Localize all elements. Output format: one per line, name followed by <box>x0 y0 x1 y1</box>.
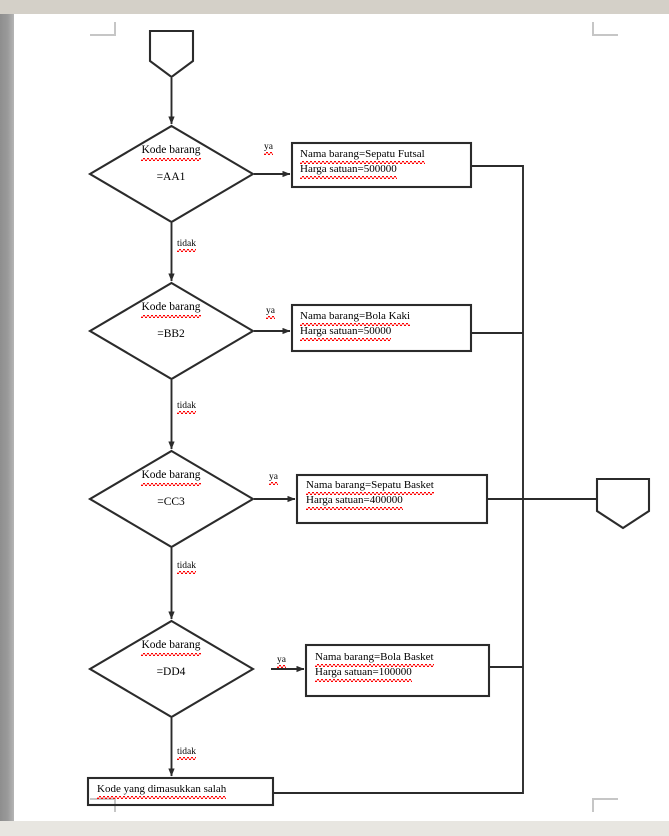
decision-4-shape <box>87 619 256 719</box>
decision-2-shape <box>87 281 256 381</box>
process-2-text: Nama barang=Bola Kaki Harga satuan=50000 <box>300 310 411 341</box>
error-box-text: Kode yang dimasukkan salah <box>97 783 227 799</box>
window-bottom-band <box>0 821 669 836</box>
decision-3-line2: =CC3 <box>157 495 185 508</box>
decision-2-line2: =BB2 <box>157 327 185 340</box>
off-page-connector-start-shape <box>148 29 195 79</box>
process-1-text: Nama barang=Sepatu Futsal Harga satuan=5… <box>300 148 425 179</box>
decision-3-line1: Kode barang <box>141 469 201 486</box>
margin-mark-top-right <box>592 22 618 36</box>
process-3-line1: Nama barang=Sepatu Basket <box>306 479 434 495</box>
edge-label-yes-2: ya <box>266 306 275 319</box>
window-top-band <box>0 0 669 14</box>
process-2-line1: Nama barang=Bola Kaki <box>300 310 411 326</box>
decision-4-line2: =DD4 <box>156 665 186 678</box>
process-4-line1: Nama barang=Bola Basket <box>315 651 434 667</box>
error-box-label: Kode yang dimasukkan salah <box>97 783 227 799</box>
process-1-line1: Nama barang=Sepatu Futsal <box>300 148 425 164</box>
error-box-shape <box>86 776 275 807</box>
decision-3-shape <box>87 449 256 549</box>
edge-label-no-2: tidak <box>177 401 196 414</box>
process-2-shape <box>290 303 473 353</box>
process-2-line2: Harga satuan=50000 <box>300 324 392 341</box>
process-4-line2: Harga satuan=100000 <box>315 665 412 682</box>
margin-mark-bottom-right <box>592 798 618 812</box>
process-4-shape <box>304 643 491 698</box>
decision-4-line1: Kode barang <box>141 639 201 656</box>
decision-1-line2: =AA1 <box>156 170 186 183</box>
process-1-line2: Harga satuan=500000 <box>300 162 397 179</box>
edge-label-no-3: tidak <box>177 561 196 574</box>
edge-label-yes-1: ya <box>264 142 273 155</box>
edge-label-yes-4: ya <box>277 655 286 668</box>
left-gutter-scrollbar[interactable] <box>0 14 14 821</box>
margin-mark-top-left <box>90 22 116 36</box>
edge-label-no-4: tidak <box>177 747 196 760</box>
edge-label-yes-3: ya <box>269 472 278 485</box>
process-1-shape <box>290 141 473 189</box>
decision-2-line1: Kode barang <box>141 301 201 318</box>
document-page <box>14 14 669 821</box>
process-3-line2: Harga satuan=400000 <box>306 493 403 510</box>
return-bus-main <box>273 165 524 794</box>
process-4-text: Nama barang=Bola Basket Harga satuan=100… <box>315 651 434 682</box>
decision-1-shape <box>87 124 256 224</box>
decision-4-text: Kode barang =DD4 <box>96 639 246 679</box>
edge-label-no-1: tidak <box>177 239 196 252</box>
off-page-connector-end-shape <box>595 477 651 530</box>
decision-1-line1: Kode barang <box>141 144 201 161</box>
decision-1-text: Kode barang =AA1 <box>96 144 246 184</box>
decision-2-text: Kode barang =BB2 <box>96 301 246 341</box>
process-3-text: Nama barang=Sepatu Basket Harga satuan=4… <box>306 479 434 510</box>
decision-3-text: Kode barang =CC3 <box>96 469 246 509</box>
